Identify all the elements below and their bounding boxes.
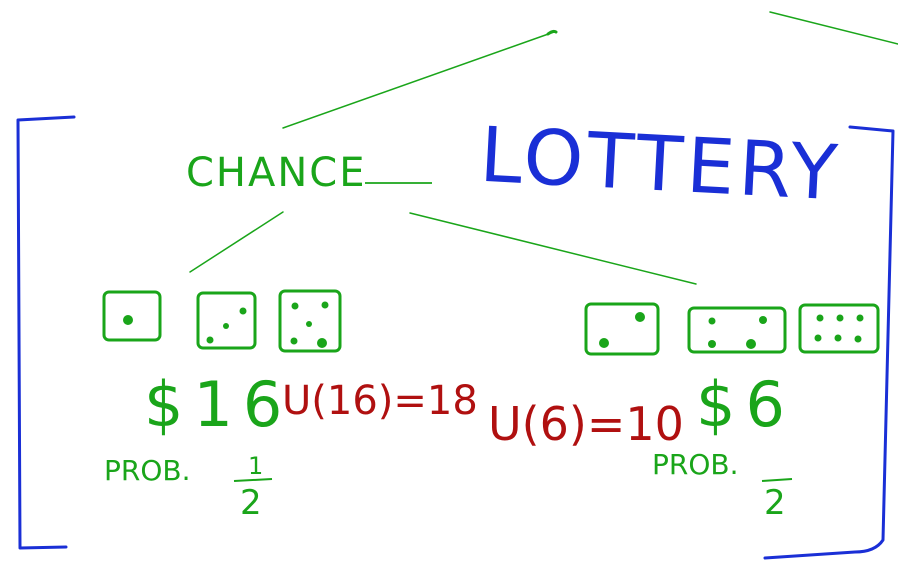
die-five: [278, 289, 342, 353]
die-one: [102, 290, 162, 342]
prob-denominator-left: 2: [240, 483, 262, 523]
tree-branch-top-left: [282, 31, 555, 129]
branch-right: [409, 212, 697, 285]
chance-node-label: CHANCE: [186, 150, 367, 196]
utility-left: U(16)=18: [282, 378, 478, 424]
prob-denominator-right: 2: [764, 483, 786, 523]
prob-numerator-left: 1: [248, 452, 263, 480]
tree-branch-top-right: [769, 11, 898, 45]
branch-left: [189, 211, 284, 273]
left-dice-group: [102, 289, 342, 353]
utility-right: U(6)=10: [488, 397, 684, 451]
die-four: [687, 306, 787, 354]
tree-branch-top-left-hook: [546, 29, 558, 36]
prize-left: $16: [144, 368, 292, 441]
die-three: [196, 291, 257, 350]
die-six: [798, 303, 880, 354]
prize-right: $6: [696, 368, 795, 441]
right-dice-group: [584, 302, 880, 356]
die-two: [584, 302, 660, 356]
prob-label-right: PROB.: [652, 448, 739, 481]
prob-label-left: PROB.: [104, 454, 191, 487]
title-lottery: LOTTERY: [478, 110, 844, 218]
left-bracket: [16, 115, 76, 550]
right-bracket: [763, 125, 895, 560]
fraction-bar-left: [233, 478, 273, 482]
fraction-bar-right: [761, 478, 793, 482]
